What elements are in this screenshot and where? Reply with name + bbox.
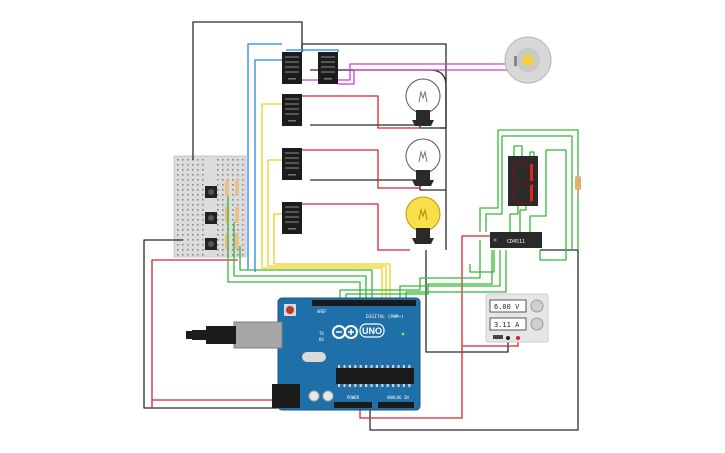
mcu-pins bbox=[338, 365, 411, 387]
wire-magenta-2[interactable] bbox=[338, 69, 512, 85]
microcontroller-chip bbox=[336, 368, 414, 384]
pushbutton-3[interactable] bbox=[205, 238, 217, 250]
dc-motor[interactable] bbox=[504, 36, 552, 84]
usb-cable bbox=[186, 326, 236, 344]
relay-5[interactable] bbox=[282, 202, 302, 234]
relay-4[interactable] bbox=[282, 148, 302, 180]
breadboard-resistor-1 bbox=[225, 180, 239, 196]
wire-red-vin[interactable] bbox=[151, 259, 238, 408]
power-jack bbox=[272, 384, 300, 408]
wire-green-chip-2[interactable] bbox=[485, 135, 573, 250]
power-switch[interactable] bbox=[493, 335, 503, 339]
capacitor-1 bbox=[308, 390, 320, 402]
usb-port bbox=[233, 321, 283, 349]
relay-1[interactable] bbox=[282, 52, 302, 84]
wire-green-chip-4[interactable] bbox=[519, 206, 527, 232]
wire-green-breadboard-1[interactable] bbox=[227, 196, 361, 300]
resistor-right[interactable] bbox=[575, 168, 581, 198]
wire-green-chip-1[interactable] bbox=[479, 129, 579, 250]
segment-d bbox=[514, 201, 532, 204]
wire-black-supply[interactable] bbox=[425, 250, 509, 353]
wire-red-relay-3[interactable] bbox=[302, 203, 410, 251]
seven-segment-display[interactable]: 1 bbox=[508, 156, 538, 206]
negative-terminal[interactable] bbox=[506, 336, 510, 340]
segment-e bbox=[512, 184, 515, 201]
wire-yellow-1[interactable] bbox=[261, 103, 282, 268]
reset-button[interactable] bbox=[286, 306, 294, 314]
pushbutton-1[interactable] bbox=[205, 186, 217, 198]
pushbutton-2[interactable] bbox=[205, 212, 217, 224]
wire-yellow-2[interactable] bbox=[267, 159, 282, 266]
power-header bbox=[334, 402, 372, 408]
relay-3[interactable] bbox=[282, 94, 302, 126]
wire-green-loop[interactable] bbox=[469, 250, 495, 273]
crystal bbox=[302, 352, 326, 362]
breadboard-resistor-3 bbox=[225, 233, 239, 249]
wire-black-gnd[interactable] bbox=[143, 239, 278, 409]
aref-label: AREF bbox=[317, 309, 327, 314]
arduino-logo bbox=[332, 325, 358, 339]
wires bbox=[143, 21, 579, 431]
decoder-chip[interactable]: CD4511 bbox=[490, 232, 542, 248]
wire-red-relay-1[interactable] bbox=[302, 95, 420, 129]
wire-black-bulb-box-3[interactable] bbox=[310, 179, 447, 250]
breadboard-holes bbox=[177, 159, 244, 256]
wire-red-5v[interactable] bbox=[359, 235, 494, 419]
tx-label: TX bbox=[319, 331, 324, 336]
digital-label: DIGITAL (PWM~) bbox=[366, 314, 404, 320]
segments bbox=[512, 162, 533, 204]
digital-header bbox=[312, 300, 416, 306]
wire-black-bottom[interactable] bbox=[369, 249, 579, 431]
analog-label: ANALOG IN bbox=[387, 395, 409, 400]
wire-blue-1[interactable] bbox=[247, 43, 282, 270]
arduino-uno[interactable]: DIGITAL (PWM~) AREF UNO TX RX POWER ANAL… bbox=[186, 297, 421, 411]
positive-terminal[interactable] bbox=[516, 336, 520, 340]
segment-g bbox=[514, 182, 532, 185]
wire-green-pin-c[interactable] bbox=[399, 250, 501, 300]
wire-green-chip-3[interactable] bbox=[509, 206, 519, 232]
wire-black-top[interactable] bbox=[192, 21, 303, 160]
current-knob[interactable] bbox=[530, 317, 544, 331]
wire-red-relay-2[interactable] bbox=[302, 149, 420, 189]
segment-a bbox=[514, 162, 532, 165]
bulb-2[interactable] bbox=[405, 138, 441, 186]
current-readout: 3.11 A bbox=[494, 321, 520, 329]
power-supply[interactable]: 6.00 V 3.11 A bbox=[485, 293, 549, 343]
wire-green-breadboard-3[interactable] bbox=[239, 246, 373, 300]
voltage-readout: 6.00 V bbox=[494, 303, 520, 311]
breadboard-resistor-2 bbox=[225, 207, 239, 223]
power-label: POWER bbox=[347, 395, 360, 400]
voltage-knob[interactable] bbox=[530, 299, 544, 313]
wire-green-chip-5[interactable] bbox=[529, 149, 567, 261]
wire-yellow-pins[interactable] bbox=[262, 263, 391, 300]
wire-green-pin-b[interactable] bbox=[345, 250, 493, 300]
segment-b bbox=[530, 164, 533, 181]
wire-green-breadboard-2[interactable] bbox=[233, 222, 367, 300]
rx-label: RX bbox=[319, 337, 324, 342]
capacitor-2 bbox=[322, 390, 334, 402]
analog-header bbox=[378, 402, 414, 408]
bulb-1[interactable] bbox=[405, 78, 441, 126]
relay-group bbox=[282, 52, 338, 234]
segment-f bbox=[512, 164, 515, 181]
breadboard[interactable] bbox=[173, 155, 247, 258]
wire-blue-3[interactable] bbox=[286, 49, 339, 52]
decoder-chip-label: CD4511 bbox=[507, 239, 525, 245]
segment-c bbox=[530, 184, 533, 201]
wire-yellow-3[interactable] bbox=[273, 213, 282, 264]
relay-2[interactable] bbox=[318, 52, 338, 84]
bulb-3[interactable] bbox=[405, 196, 441, 244]
power-led bbox=[401, 332, 405, 336]
arduino-brand-text: UNO bbox=[362, 326, 382, 336]
wire-green-pin-d[interactable] bbox=[405, 250, 507, 300]
wire-blue-2[interactable] bbox=[254, 59, 282, 272]
